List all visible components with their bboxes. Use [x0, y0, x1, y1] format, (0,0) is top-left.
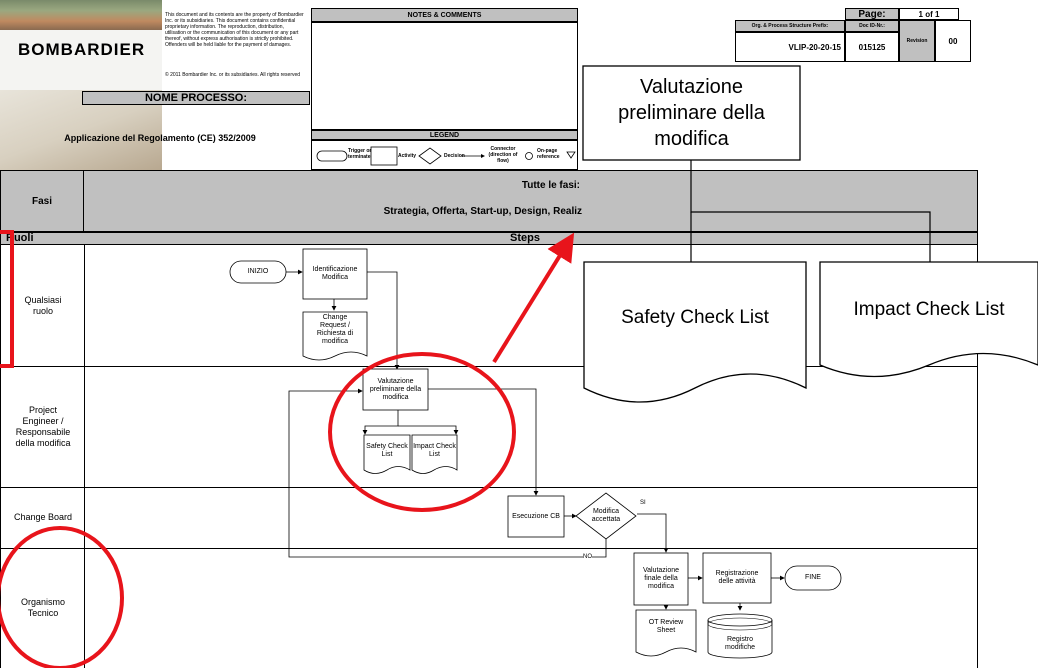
- highlight-ellipse-prelim: [328, 352, 516, 512]
- columns-header: [0, 232, 978, 245]
- connectors: [286, 269, 785, 611]
- cb-label: Esecuzione CB: [512, 512, 560, 520]
- register-label: Registrazione delle attività: [715, 570, 759, 585]
- zoom-prelim-box: [582, 65, 801, 161]
- page-value: 1 of 1: [899, 8, 959, 20]
- logo-area: [0, 30, 162, 90]
- role-project-engineer: Project Engineer / Responsabile della mo…: [15, 404, 71, 448]
- lane-divider: [0, 548, 978, 549]
- legend-decision: Decision: [444, 153, 465, 159]
- notes-area: [311, 22, 578, 130]
- disclaimer-text: This document and its contents are the p…: [165, 12, 304, 48]
- review-sheet-document: [635, 609, 697, 657]
- process-label: NOME PROCESSO:: [82, 91, 310, 105]
- header-photo: [0, 0, 162, 30]
- registry-label: Registro modifiche: [725, 636, 755, 651]
- docid-label: Doc ID-Nr.:: [845, 20, 899, 32]
- start-terminator: [229, 260, 287, 284]
- registry-database: [707, 613, 773, 659]
- revision-label: Revision: [899, 20, 935, 62]
- start-label: INIZIO: [247, 268, 269, 275]
- prefix-label: Org. & Process Structure Prefix:: [735, 20, 845, 32]
- role-any: Qualsiasi ruolo: [24, 294, 62, 316]
- zoom-impact-document: [819, 261, 1038, 378]
- legend-trigger: Trigger or terminate: [348, 148, 372, 160]
- prelim-label: Valutazione preliminare della modifica: [369, 377, 422, 401]
- zoom-safety-document: [583, 261, 807, 403]
- phases-list: Strategia, Offerta, Start-up, Design, Re…: [383, 206, 582, 217]
- steps-header: Steps: [510, 232, 540, 244]
- final-eval-label: Valutazione finale della modifica: [642, 567, 680, 590]
- legend-body: [311, 140, 578, 170]
- impact-check-document: [411, 434, 458, 474]
- zoom-prelim-label: Valutazione preliminare della modifica: [618, 76, 765, 150]
- revision-value: 00: [935, 20, 971, 62]
- phases-label: Fasi: [31, 195, 52, 207]
- end-label: FINE: [805, 574, 821, 581]
- legend-activity: Activity: [398, 153, 417, 159]
- cb-activity: [507, 495, 565, 538]
- prefix-value: VLIP-20-20-15: [735, 32, 845, 62]
- decision-label: Modifica accettata: [591, 508, 621, 523]
- phases-label-cell: [0, 170, 84, 232]
- swimlane-frame: [0, 245, 978, 668]
- review-sheet-label: OT Review Sheet: [648, 619, 684, 634]
- legend-connector: Connector (direction of flow): [488, 146, 518, 164]
- zoom-safety-label: Safety Check List: [621, 307, 769, 328]
- phases-header: [0, 170, 978, 232]
- safety-check-document: [363, 434, 411, 474]
- impact-small-label: Impact Check List: [413, 443, 456, 458]
- prelim-activity: [362, 368, 429, 411]
- lane-divider: [0, 366, 978, 367]
- legend-symbols: [316, 146, 576, 166]
- doc-info-table: Page: 1 of 1 Org. & Process Structure Pr…: [735, 8, 971, 62]
- no-label: NO: [583, 554, 592, 560]
- end-terminator: [784, 565, 842, 591]
- docid-value: 015125: [845, 32, 899, 62]
- legend-title: LEGEND: [311, 130, 578, 140]
- legend-reference: On-page reference: [537, 148, 560, 160]
- safety-small-label: Safety Check List: [366, 443, 408, 458]
- copyright-text: © 2011 Bombardier Inc. or its subsidiari…: [165, 72, 301, 78]
- decision-diamond: [575, 492, 637, 540]
- role-change-board: Change Board: [13, 512, 73, 522]
- phases-title: Tutte le fasi:: [521, 180, 580, 191]
- process-name: Applicazione del Regolamento (CE) 352/20…: [64, 133, 256, 143]
- page-label: Page:: [845, 8, 899, 20]
- highlight-bracket: [0, 230, 14, 368]
- identify-activity: [302, 248, 368, 300]
- change-request-label: Change Request / Richiesta di modifica: [316, 314, 354, 345]
- highlight-ellipse-technical-body: [0, 526, 124, 668]
- bombardier-logo: BOMBARDIER: [18, 40, 146, 59]
- notes-title: NOTES & COMMENTS: [311, 8, 578, 22]
- register-activity: [702, 552, 772, 604]
- identify-label: Identificazione Modifica: [312, 266, 358, 281]
- highlight-annotations: [0, 230, 575, 668]
- roles-divider: [84, 245, 85, 668]
- change-request-document: [302, 311, 368, 361]
- zoom-impact-label: Impact Check List: [853, 299, 1005, 320]
- zoom-connectors: [690, 160, 931, 262]
- highlight-arrow: [492, 232, 575, 364]
- yes-label: SI: [640, 500, 646, 506]
- final-eval-activity: [633, 552, 689, 606]
- role-technical-body: Organismo Tecnico: [20, 597, 65, 618]
